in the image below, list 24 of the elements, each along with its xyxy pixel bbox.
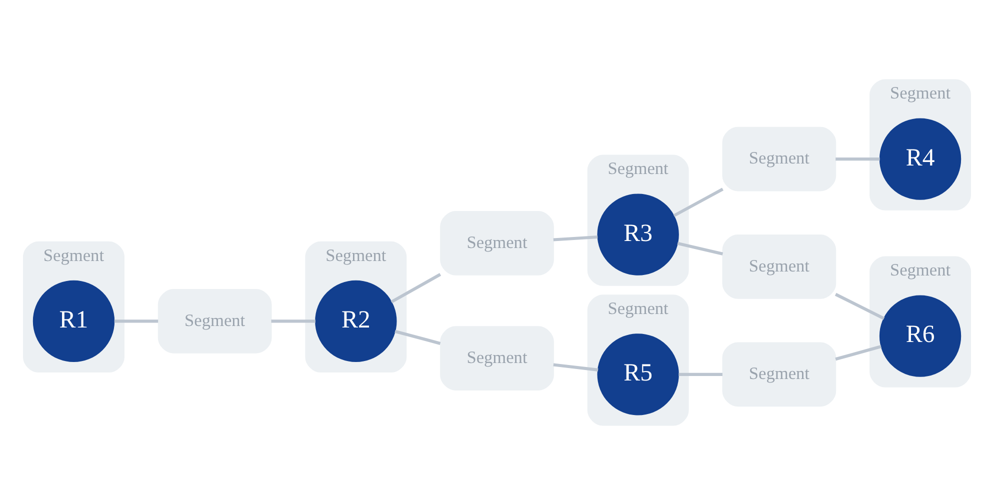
- node-box: Segment: [158, 288, 272, 353]
- connector: [114, 319, 158, 322]
- node-circle: R5: [597, 333, 679, 415]
- connector: [677, 241, 724, 255]
- node-circle: R3: [597, 193, 679, 275]
- connector: [835, 344, 882, 360]
- node-circle: R4: [879, 118, 962, 200]
- connector: [390, 272, 442, 303]
- node-box: Segment: [722, 126, 836, 191]
- connector: [553, 362, 598, 371]
- node-box: Segment: [722, 234, 836, 298]
- node-circle: R1: [32, 280, 115, 362]
- connector: [553, 234, 598, 241]
- connector: [678, 372, 722, 376]
- node-box: Segment: [440, 210, 554, 275]
- node-circle: R6: [879, 294, 962, 376]
- connector: [673, 187, 724, 217]
- connector: [834, 292, 885, 320]
- node-box: Segment: [722, 342, 836, 406]
- connector: [836, 157, 880, 160]
- node-circle: R2: [315, 280, 397, 362]
- node-box: Segment: [440, 326, 554, 390]
- connector: [394, 329, 441, 344]
- connector: [271, 319, 316, 322]
